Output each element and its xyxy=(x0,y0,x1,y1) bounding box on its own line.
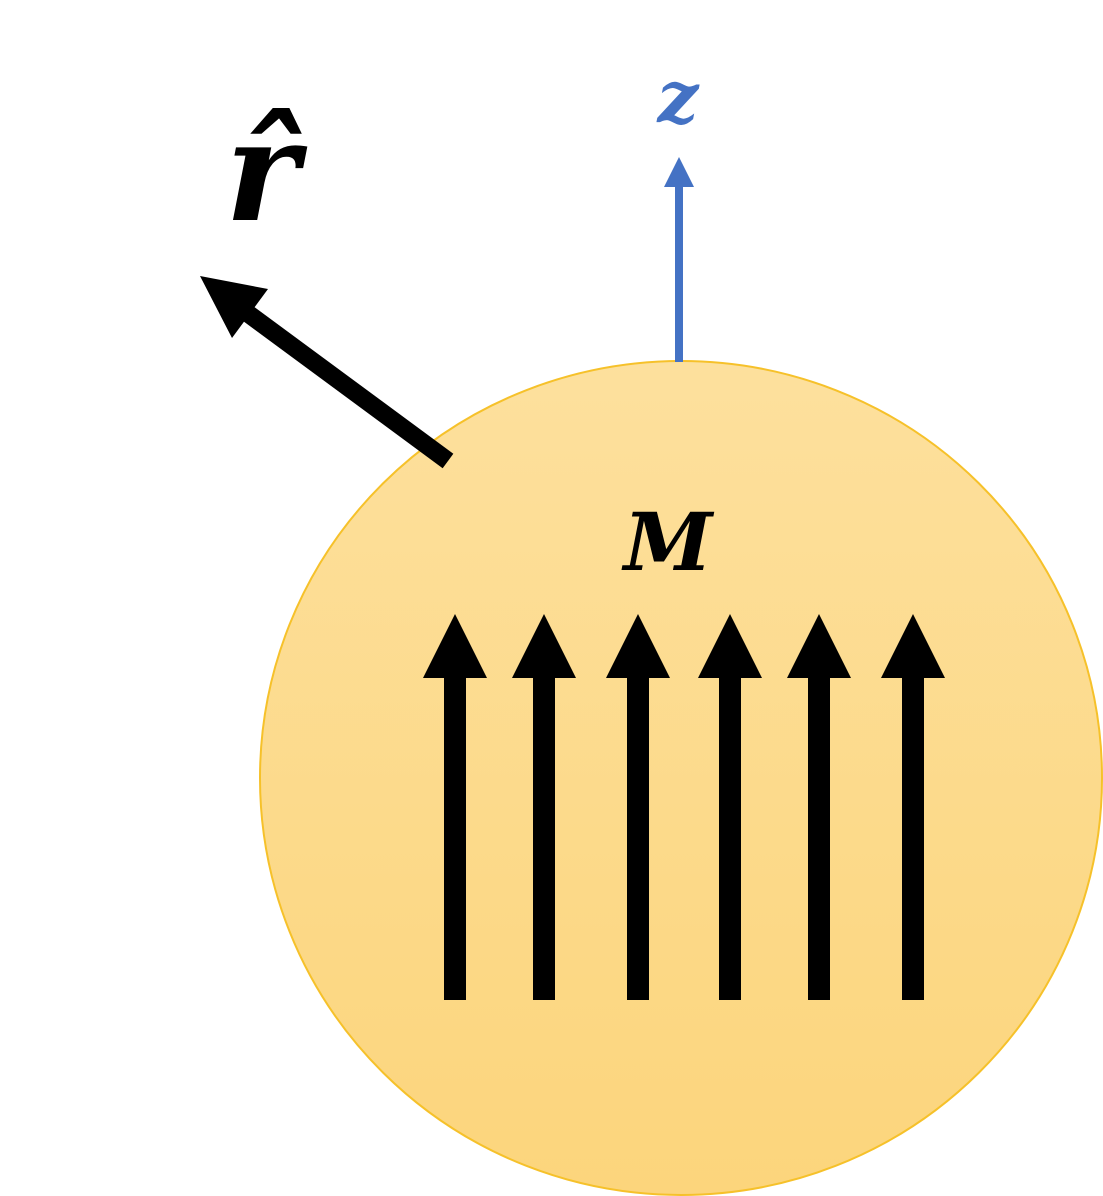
magnetization-arrow xyxy=(606,614,670,1000)
magnetization-arrow xyxy=(787,614,851,1000)
z-axis-label: z xyxy=(656,54,701,139)
sphere xyxy=(259,360,1103,1196)
magnetization-label: M xyxy=(621,495,715,589)
z-axis-arrow xyxy=(664,157,694,362)
magnetization-arrow xyxy=(512,614,576,1000)
magnetization-arrow xyxy=(881,614,945,1000)
r-hat-label: r̂ xyxy=(225,90,308,254)
r-hat-arrow xyxy=(200,276,454,469)
magnetization-arrows xyxy=(423,614,945,1000)
magnetization-arrow xyxy=(423,614,487,1000)
magnetization-arrow xyxy=(698,614,762,1000)
